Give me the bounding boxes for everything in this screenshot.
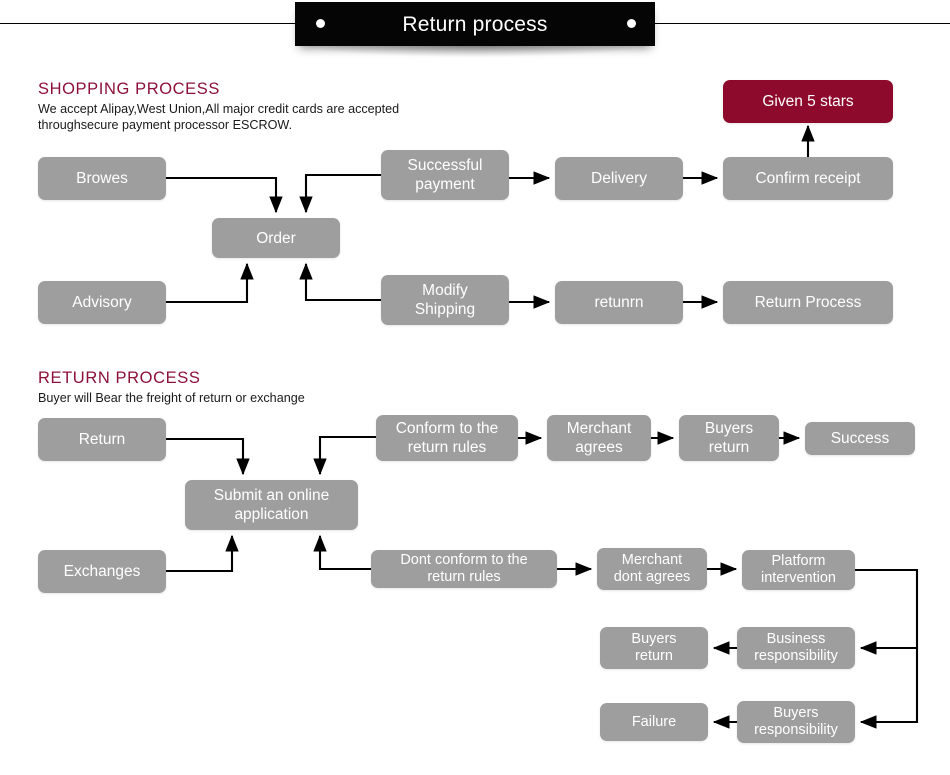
node-failure[interactable]: Failure	[600, 703, 708, 741]
wire-platform-to-buyersresp	[859, 648, 919, 729]
node-successful-payment[interactable]: Successful payment	[381, 150, 509, 200]
wire-payment-to-order	[299, 173, 381, 214]
node-merchant-agrees[interactable]: Merchant agrees	[547, 415, 651, 461]
page-title: Return process	[402, 12, 548, 36]
wire-return-to-submit	[166, 437, 250, 476]
node-browes[interactable]: Browes	[38, 157, 166, 200]
node-exchanges[interactable]: Exchanges	[38, 550, 166, 593]
node-advisory[interactable]: Advisory	[38, 281, 166, 324]
node-success[interactable]: Success	[805, 422, 915, 455]
node-delivery[interactable]: Delivery	[555, 157, 683, 200]
section-title-shopping: SHOPPING PROCESS	[38, 80, 220, 98]
wire-platform-to-business	[855, 568, 919, 655]
bullet-dot-icon-left	[316, 19, 325, 28]
node-return[interactable]: Return	[38, 418, 166, 461]
wire-modify-to-order	[299, 262, 381, 302]
section-body-shopping: We accept Alipay,West Union,All major cr…	[38, 102, 400, 132]
node-modify-shipping[interactable]: Modify Shipping	[381, 275, 509, 325]
node-confirm-receipt[interactable]: Confirm receipt	[723, 157, 893, 200]
node-order[interactable]: Order	[212, 218, 340, 258]
node-merchant-dont-agrees[interactable]: Merchant dont agrees	[597, 548, 707, 590]
bullet-dot-icon-right	[627, 19, 636, 28]
section-title-return: RETURN PROCESS	[38, 369, 201, 387]
node-given-5-stars[interactable]: Given 5 stars	[723, 80, 893, 123]
node-retunrn[interactable]: retunrn	[555, 281, 683, 324]
node-dont-conform-rules[interactable]: Dont conform to the return rules	[371, 550, 557, 588]
page-banner: Return process	[295, 2, 655, 46]
wire-conform-to-submit	[313, 435, 376, 476]
wire-dontconform-to-submit	[313, 534, 371, 571]
wire-browes-to-order	[166, 176, 283, 214]
banner-shadow	[305, 45, 645, 57]
wire-advisory-to-order	[166, 262, 254, 304]
node-submit-application[interactable]: Submit an online application	[185, 480, 358, 530]
node-buyers-return-top[interactable]: Buyers return	[679, 415, 779, 461]
wire-exchanges-to-submit	[166, 534, 239, 573]
node-conform-rules[interactable]: Conform to the return rules	[376, 415, 518, 461]
node-platform-intervention[interactable]: Platform intervention	[742, 550, 855, 590]
node-buyers-responsibility[interactable]: Buyers responsibility	[737, 701, 855, 743]
node-business-responsibility[interactable]: Business responsibility	[737, 627, 855, 669]
section-body-return: Buyer will Bear the freight of return or…	[38, 391, 305, 405]
node-return-process[interactable]: Return Process	[723, 281, 893, 324]
node-buyers-return-mid[interactable]: Buyers return	[600, 627, 708, 669]
